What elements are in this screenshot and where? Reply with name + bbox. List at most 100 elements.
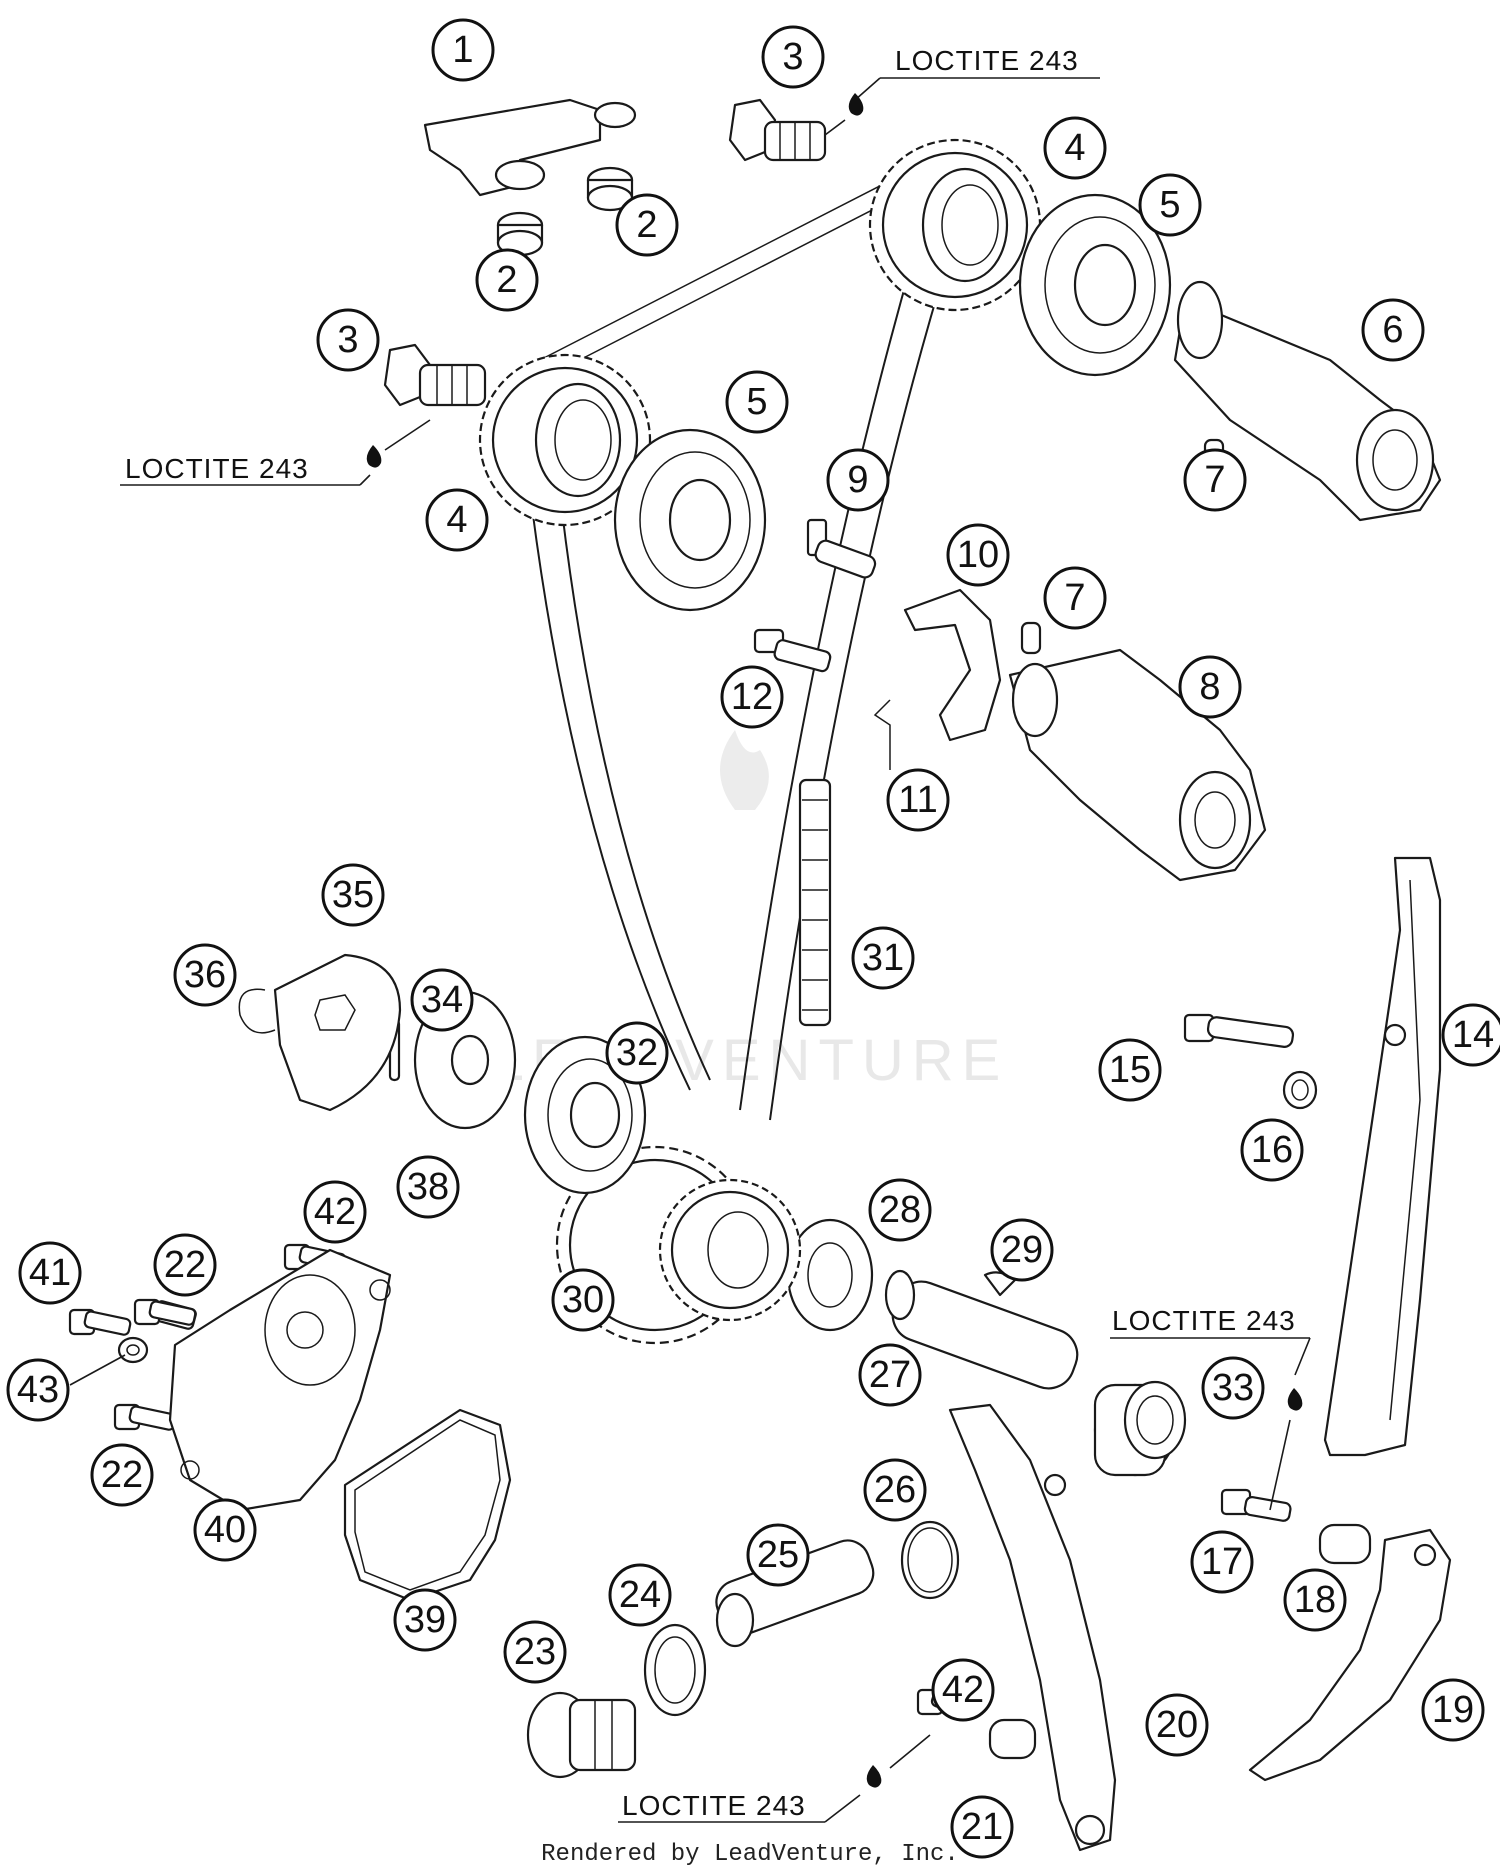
- callout-29: 29: [990, 1218, 1054, 1282]
- decompressor-lever: [903, 588, 1002, 742]
- guide-bushing: [586, 166, 634, 212]
- idler-bearing: [523, 1035, 647, 1195]
- callout-label: 23: [514, 1631, 556, 1673]
- callout-39: 39: [393, 1588, 457, 1652]
- callout-23: 23: [503, 1620, 567, 1684]
- callout-label: 2: [636, 204, 657, 246]
- callout-34: 34: [410, 968, 474, 1032]
- callout-label: 11: [898, 779, 937, 821]
- callout-7: 7: [1043, 566, 1107, 630]
- callout-label: 34: [421, 979, 463, 1021]
- callout-label: 3: [337, 319, 358, 361]
- callout-35: 35: [321, 863, 385, 927]
- callout-17: 17: [1190, 1530, 1254, 1594]
- decompressor-bolt: [753, 628, 832, 673]
- callout-2: 2: [475, 248, 539, 312]
- callout-label: 16: [1251, 1129, 1293, 1171]
- callout-18: 18: [1283, 1568, 1347, 1632]
- callout-label: 36: [184, 954, 226, 996]
- callout-label: 39: [404, 1599, 446, 1641]
- loctite-note-left: LOCTITE 243: [120, 419, 431, 486]
- callout-label: 7: [1204, 459, 1225, 501]
- callout-28: 28: [868, 1178, 932, 1242]
- callout-3: 3: [316, 308, 380, 372]
- callout-11: 11: [886, 768, 950, 832]
- lower-chain-guide: [1248, 1528, 1452, 1782]
- callout-label: 32: [616, 1032, 658, 1074]
- callout-9: 9: [826, 448, 890, 512]
- callout-27: 27: [858, 1343, 922, 1407]
- callout-26: 26: [863, 1458, 927, 1522]
- sealing-washer: [117, 1336, 149, 1364]
- loctite-label: LOCTITE 243: [622, 1790, 806, 1821]
- callout-label: 4: [446, 499, 467, 541]
- spring-clip: [873, 699, 891, 770]
- loctite-label: LOCTITE 243: [125, 453, 309, 484]
- loctite-label: LOCTITE 243: [1112, 1305, 1296, 1336]
- callout-label: 22: [101, 1454, 143, 1496]
- callout-label: 21: [961, 1806, 1003, 1848]
- tensioner-piston: [715, 1539, 875, 1648]
- callout-label: 5: [1159, 184, 1180, 226]
- callout-1: 1: [431, 18, 495, 82]
- callout-label: 22: [164, 1244, 206, 1286]
- callout-42: 42: [303, 1180, 367, 1244]
- rail-pivot-bolt: [1183, 1013, 1295, 1048]
- callout-label: 15: [1109, 1049, 1151, 1091]
- callout-label: 31: [862, 937, 904, 979]
- callout-label: 38: [407, 1166, 449, 1208]
- loctite-note-bottom: LOCTITE 243: [618, 1734, 931, 1823]
- intake-camshaft: [1008, 648, 1267, 882]
- callout-15: 15: [1098, 1038, 1162, 1102]
- loctite-label: LOCTITE 243: [895, 45, 1079, 76]
- callout-19: 19: [1421, 1678, 1485, 1742]
- callout-label: 12: [731, 676, 773, 718]
- callout-label: 25: [757, 1534, 799, 1576]
- guide-bolt: [1220, 1488, 1292, 1522]
- camshaft-bearing: [1018, 193, 1172, 377]
- callout-3: 3: [761, 25, 825, 89]
- callout-label: 20: [1156, 1704, 1198, 1746]
- guide-spacer: [1318, 1523, 1372, 1565]
- callout-label: 14: [1452, 1014, 1494, 1056]
- callout-label: 4: [1064, 127, 1085, 169]
- callout-label: 5: [746, 381, 767, 423]
- callout-label: 42: [314, 1191, 356, 1233]
- plug-seal-ring: [643, 1623, 707, 1717]
- cover-gasket: [343, 1408, 512, 1602]
- callout-label: 28: [879, 1189, 921, 1231]
- idler-gear: [555, 1145, 802, 1345]
- tensioner-rail: [1323, 856, 1442, 1457]
- callout-41: 41: [18, 1241, 82, 1305]
- callout-label: 8: [1199, 666, 1220, 708]
- dowel-pin: [1020, 621, 1042, 655]
- upper-chain-guide: [423, 98, 637, 197]
- loctite-note-top: LOCTITE 243: [824, 45, 1100, 136]
- tensioner-plug: [526, 1691, 637, 1779]
- loctite-note-right: LOCTITE 243: [1110, 1305, 1311, 1511]
- callout-label: 27: [869, 1354, 911, 1396]
- callout-4: 4: [1043, 116, 1107, 180]
- water-pump-cover: [168, 1248, 392, 1512]
- callout-38: 38: [396, 1155, 460, 1219]
- callout-43: 43: [6, 1358, 70, 1422]
- callout-20: 20: [1145, 1693, 1209, 1757]
- callout-33: 33: [1201, 1356, 1265, 1420]
- callout-label: 6: [1382, 309, 1403, 351]
- callout-12: 12: [720, 665, 784, 729]
- callout-label: 40: [204, 1509, 246, 1551]
- exhaust-camshaft: [1173, 280, 1442, 522]
- callout-6: 6: [1361, 298, 1425, 362]
- callout-label: 33: [1212, 1367, 1254, 1409]
- callout-label: 19: [1432, 1689, 1474, 1731]
- callout-label: 42: [942, 1669, 984, 1711]
- cover-bolt: [113, 1403, 177, 1431]
- callout-label: 2: [496, 259, 517, 301]
- piston-o-ring: [900, 1520, 960, 1600]
- callout-25: 25: [746, 1523, 810, 1587]
- callout-label: 17: [1201, 1541, 1243, 1583]
- camshaft-bearing: [613, 428, 767, 612]
- callout-22: 22: [153, 1233, 217, 1297]
- impeller-disc: [273, 953, 402, 1112]
